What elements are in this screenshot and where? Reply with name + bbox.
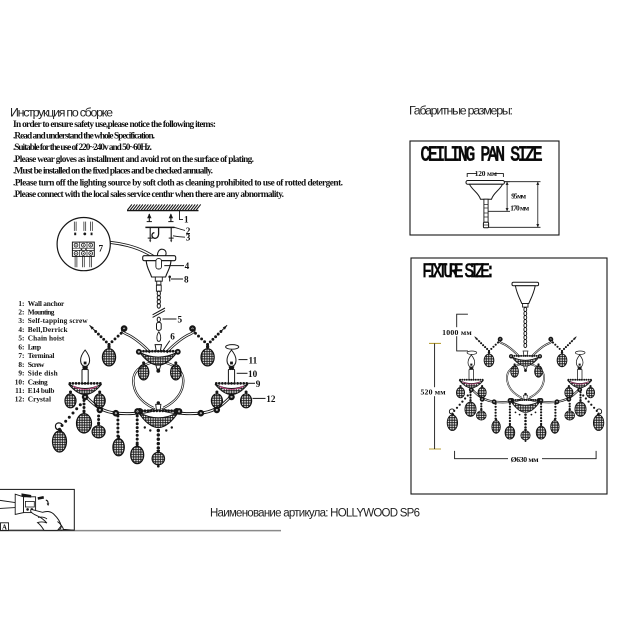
svg-text:12: 12 <box>266 394 276 404</box>
svg-text:5: 5 <box>178 314 183 324</box>
svg-text:Инструкция по сборке: Инструкция по сборке <box>10 106 113 120</box>
svg-text:.Suitable for the use of 220~2: .Suitable for the use of 220~240v and 50… <box>13 143 152 153</box>
svg-text:Terminal: Terminal <box>28 351 55 360</box>
svg-text:170 мм: 170 мм <box>510 204 529 213</box>
svg-text:95 мм: 95 мм <box>511 192 526 201</box>
svg-text:.Please connect with the local: .Please connect with the local sales ser… <box>13 190 284 200</box>
svg-text:.Please turn off the lighting: .Please turn off the lighting source by … <box>13 178 343 188</box>
svg-text:Crystal: Crystal <box>28 395 51 404</box>
svg-text:CEILING PAN SIZE: CEILING PAN SIZE <box>421 144 543 168</box>
svg-text:10: 10 <box>248 369 258 379</box>
svg-text:11:: 11: <box>15 386 24 395</box>
svg-text:4: 4 <box>185 261 190 271</box>
svg-text:3: 3 <box>186 232 191 242</box>
svg-text:Наименование артикула: HOLLYWO: Наименование артикула: HOLLYWOOD SP6 <box>210 508 420 520</box>
svg-text:2:: 2: <box>18 308 24 317</box>
svg-text:.Please wear gloves as install: .Please wear gloves as installment and a… <box>13 155 254 165</box>
svg-text:6:: 6: <box>18 342 24 351</box>
svg-text:E14 bulb: E14 bulb <box>28 386 55 395</box>
svg-text:12:: 12: <box>15 395 25 404</box>
svg-text:1: 1 <box>184 215 189 225</box>
svg-text:9: 9 <box>256 379 261 389</box>
svg-text:.Must be installed on the fixe: .Must be installed on the fixed places a… <box>13 167 213 177</box>
svg-text:Screw: Screw <box>28 360 45 369</box>
svg-text:Габаритные размеры:: Габаритные размеры: <box>409 104 513 118</box>
svg-text:Bell,Derrick: Bell,Derrick <box>28 325 69 334</box>
svg-text:6: 6 <box>170 331 175 341</box>
svg-text:7: 7 <box>99 243 104 253</box>
svg-text:Self-tapping screw: Self-tapping screw <box>28 316 89 325</box>
svg-text:7:: 7: <box>18 351 24 360</box>
svg-text:A: A <box>2 524 7 531</box>
svg-text:Casing: Casing <box>28 377 48 386</box>
svg-text:5:: 5: <box>18 334 24 343</box>
svg-text:8:: 8: <box>18 360 24 369</box>
svg-text:In order to ensure safety use,: In order to ensure safety use,please not… <box>13 120 216 130</box>
svg-text:11: 11 <box>249 355 258 365</box>
svg-text:1:: 1: <box>18 299 24 308</box>
svg-text:10:: 10: <box>15 377 25 386</box>
svg-text:9:: 9: <box>18 369 24 378</box>
svg-text:3:: 3: <box>18 316 24 325</box>
svg-text:Mounting: Mounting <box>28 308 55 317</box>
svg-text:Wall anchor: Wall anchor <box>28 299 65 308</box>
svg-text:FIXTURE SIZE:: FIXTURE SIZE: <box>422 262 495 284</box>
svg-text:1000 мм: 1000 мм <box>442 328 472 337</box>
svg-text:Lamp: Lamp <box>28 342 41 351</box>
svg-text:2: 2 <box>186 226 191 236</box>
svg-text:520 мм: 520 мм <box>420 388 446 397</box>
svg-text:8: 8 <box>184 275 189 285</box>
svg-text:Ø630 мм: Ø630 мм <box>511 455 540 464</box>
svg-text:4:: 4: <box>18 325 24 334</box>
svg-text:Side dish: Side dish <box>28 369 58 378</box>
svg-text:Chain hoist: Chain hoist <box>28 334 65 343</box>
svg-text:.Read and understand the whole: .Read and understand the whole Specifica… <box>13 132 155 142</box>
svg-text:120 мм: 120 мм <box>475 169 497 178</box>
